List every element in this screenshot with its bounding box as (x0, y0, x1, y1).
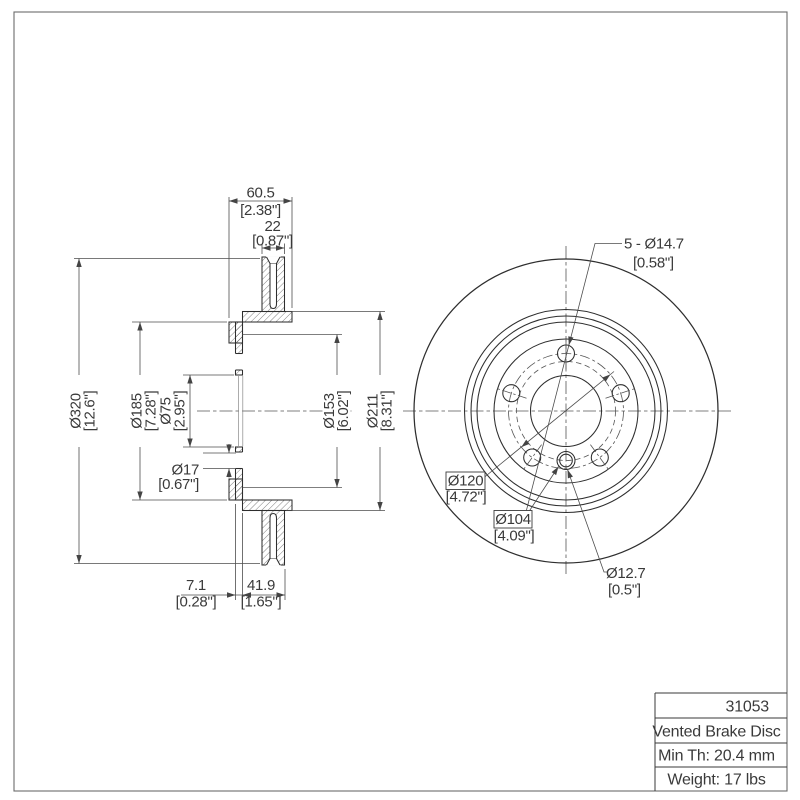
braking-inner-circle (463, 308, 669, 514)
dim-hub-face-diameter-in: [6.02"] (335, 390, 352, 431)
dim-lug-hole-in: [0.67"] (158, 476, 199, 493)
dim-disc-thickness-in: [0.87"] (252, 233, 293, 250)
vent-slot-bottom (270, 513, 277, 559)
lug-hole (502, 384, 521, 403)
dim-bolt-circle-in: [4.72"] (446, 489, 487, 506)
drawing-frame (13, 11, 788, 792)
dim-inner-braking-diameter: Ø211 [8.31"] (365, 390, 396, 431)
lug-hole (590, 448, 609, 467)
part-number: 31053 (726, 699, 770, 716)
pin-hole-inner (559, 453, 573, 468)
pin-circle (516, 361, 616, 461)
dim-mounting-offset-mm: 41.9 (247, 577, 275, 594)
dim-overall-width-in: [2.38"] (240, 202, 281, 219)
dim-mounting-offset-in: [1.65"] (241, 594, 282, 611)
dim-inner-braking-diameter-mm: Ø211 (365, 394, 382, 428)
hat-circle (476, 321, 656, 501)
dim-hat-diameter-mm: Ø185 (129, 393, 146, 429)
bolt-circle (508, 353, 624, 469)
dim-lug-holes-mm: 5 - Ø14.7 (624, 236, 684, 253)
dim-outer-diameter: Ø320 [12.6"] (68, 390, 99, 431)
dim-hat-diameter-in: [7.28"] (143, 390, 160, 431)
dim-overall-width-mm: 60.5 (247, 185, 275, 202)
dim-hub-face-diameter: Ø153 [6.02"] (321, 390, 352, 431)
front-view: 5 - Ø14.7 [0.58"] Ø120 [4.72"] Ø104 [4.0… (403, 236, 731, 599)
dim-hub-face-diameter-mm: Ø153 (321, 393, 338, 429)
dim-disc-thickness-mm: 22 (264, 218, 280, 235)
dim-pin-hole-mm: Ø12.7 (606, 565, 645, 582)
lug-hole-section-top (234, 353, 244, 370)
dim-lug-hole-mm: Ø17 (172, 462, 199, 479)
dim-pin-hole-in: [0.5"] (608, 582, 641, 599)
min-thickness: Min Th: 20.4 mm (658, 748, 775, 765)
part-description: Vented Brake Disc (652, 724, 780, 741)
dim-bolt-circle-mm: Ø120 (448, 473, 484, 490)
leader-pin-hole (567, 469, 607, 573)
section-view (197, 256, 352, 566)
dim-lug-holes-in: [0.58"] (633, 255, 674, 272)
dim-outer-diameter-mm: Ø320 (68, 393, 85, 429)
pin-circle-dim-box (493, 510, 533, 529)
dim-pin-circle-in: [4.09"] (494, 528, 535, 545)
leader-bolt-circle (483, 371, 615, 478)
lug-hole-ticks (495, 337, 637, 471)
dim-center-bore-mm: Ø75 (158, 397, 175, 424)
title-block: 31053 Vented Brake Disc Min Th: 20.4 mm … (652, 692, 787, 791)
leader-lug-holes (525, 243, 622, 513)
disc-outer-circle (413, 258, 719, 564)
lug-hole (611, 384, 630, 403)
dim-outer-diameter-in: [12.6"] (82, 390, 99, 431)
section-dimensions: 60.5 [2.38"] 22 [0.87"] 7.1 [0.28"] 41.9… (68, 185, 396, 611)
weight: Weight: 17 lbs (667, 772, 765, 789)
dim-pin-circle-mm: Ø104 (495, 511, 531, 528)
dim-center-bore: Ø75 [2.95"] (158, 390, 189, 431)
dim-hat-diameter: Ø185 [7.28"] (129, 390, 160, 431)
leader-pin-circle (528, 466, 559, 512)
bolt-circle-dim-box (445, 471, 486, 490)
center-bore-circle (529, 374, 603, 448)
vent-slot-top (270, 263, 277, 309)
dim-plate-thickness-mm: 7.1 (186, 577, 206, 594)
dim-plate-thickness-in: [0.28"] (176, 594, 217, 611)
rim-circle (470, 315, 662, 507)
dim-center-bore-in: [2.95"] (172, 390, 189, 431)
lug-hole-section-bottom (234, 452, 244, 469)
lug-hole (523, 448, 542, 467)
pin-hole-outer (556, 450, 576, 471)
dim-inner-braking-diameter-in: [8.31"] (379, 390, 396, 431)
